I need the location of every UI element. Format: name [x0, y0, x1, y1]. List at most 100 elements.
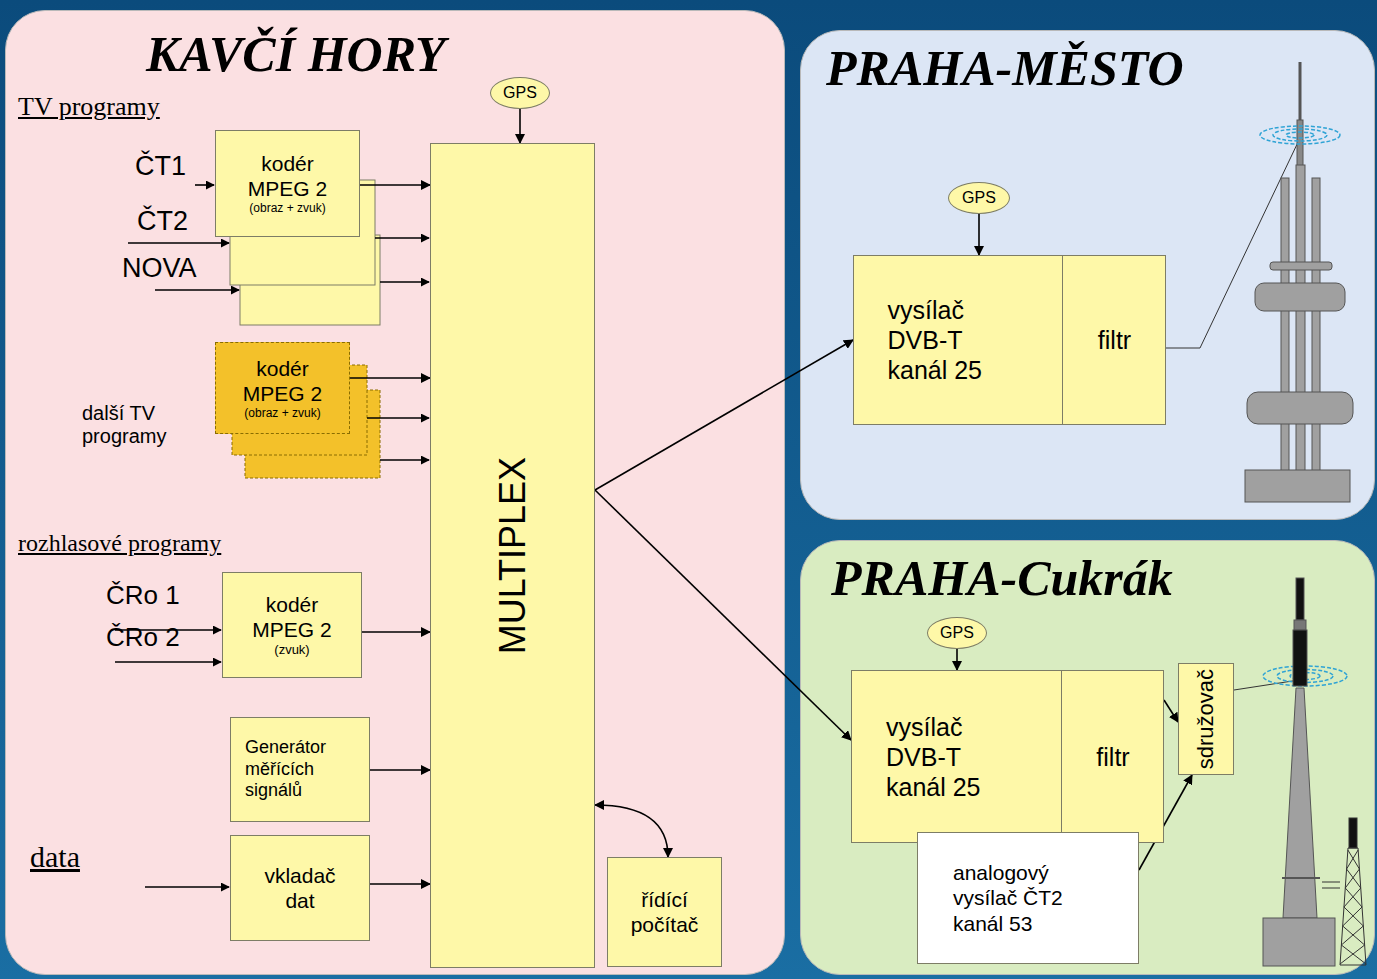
site-title: PRAHA-MĚSTO [826, 41, 1184, 96]
signal-connector [360, 184, 430, 186]
coder-arrow [375, 237, 429, 239]
cukrak-tower [1263, 578, 1335, 966]
input-arrow [155, 289, 239, 291]
gps-label: GPS [940, 623, 974, 642]
tower-shaft [1283, 688, 1317, 918]
tower-base [1263, 918, 1335, 966]
process-box: MULTIPLEX [430, 143, 595, 968]
dish-arm [1322, 882, 1340, 883]
box-label: vysílač DVB-T kanál 25 [886, 712, 1026, 802]
wave [1273, 129, 1327, 141]
lattice-bracing [1343, 907, 1362, 926]
box-label: (obraz + zvuk) [244, 406, 320, 420]
stacked-coder-boxes [230, 180, 380, 478]
wave [1286, 132, 1314, 138]
antenna-joint [1294, 620, 1306, 630]
signal-connector [1164, 700, 1178, 722]
tower-leg [1281, 178, 1289, 473]
lattice-bracing [1341, 945, 1366, 964]
section-heading: TV programy [18, 92, 160, 122]
antenna-top [1296, 578, 1304, 620]
coder-box-back [232, 365, 367, 455]
box-label: vkladač dat [250, 863, 350, 913]
zizkov-tower [1245, 62, 1353, 502]
dish-arm [1322, 888, 1340, 889]
input-arrow [128, 242, 229, 244]
signal-connector [595, 805, 668, 857]
box-label: filtr [1098, 325, 1131, 355]
signal-connector [519, 109, 521, 143]
tower-pod [1247, 392, 1353, 424]
section-heading: data [30, 840, 80, 875]
tower-pod [1255, 283, 1345, 311]
process-box: vkladač dat [230, 835, 370, 941]
lattice-bracing [1345, 869, 1359, 888]
signal-connector [1139, 775, 1192, 870]
coder-box-back [230, 180, 375, 285]
process-box: kodér MPEG 2(obraz + zvuk) [215, 130, 360, 237]
lattice-bracing [1347, 850, 1359, 869]
signal-name: další TV programy [82, 402, 232, 448]
signal-name: ČT1 [135, 151, 186, 182]
antenna-mast [1297, 120, 1303, 172]
lattice-bracing [1348, 850, 1360, 869]
feeder-line [1166, 138, 1300, 348]
filter-section: filtr [1062, 255, 1166, 425]
box-label: vysílač DVB-T kanál 25 [888, 295, 1028, 385]
tower-leg [1312, 178, 1320, 473]
lattice-bracing [1344, 907, 1363, 926]
site-title: KAVČÍ HORY [146, 27, 446, 82]
process-box: analogový vysílač ČT2 kanál 53 [917, 832, 1139, 964]
lattice-bracing [1341, 926, 1363, 945]
signal-connector [956, 649, 958, 670]
gps-ellipse: GPS [948, 182, 1010, 214]
gps-label: GPS [962, 188, 996, 207]
lattice-bracing [1347, 869, 1361, 888]
process-box: vysílač DVB-T kanál 25 filtr [851, 670, 1164, 843]
process-box: kodér MPEG 2(zvuk) [222, 572, 362, 678]
process-box: Generátor měřících signálů [230, 717, 370, 822]
coder-arrow [367, 417, 429, 419]
signal-name: NOVA [122, 253, 197, 284]
signal-name: ČRo 2 [106, 623, 180, 653]
gps-ellipse: GPS [490, 77, 550, 109]
box-label: filtr [1096, 742, 1129, 772]
signal-connector [595, 490, 851, 740]
platform [1282, 877, 1320, 879]
section-heading: rozhlasové programy [18, 530, 221, 558]
process-box: kodér MPEG 2(obraz + zvuk) [215, 342, 350, 434]
box-label: sdružovač [1193, 669, 1219, 769]
signal-connector [350, 377, 430, 379]
box-label: (zvuk) [274, 642, 309, 658]
process-box: vysílač DVB-T kanál 25 filtr [853, 255, 1166, 425]
coder-arrow [380, 459, 429, 461]
box-label: Generátor měřících signálů [245, 737, 355, 802]
box-label: kodér MPEG 2 [237, 592, 347, 642]
box-label: (obraz + zvuk) [249, 201, 325, 215]
tower-base [1245, 470, 1350, 502]
lattice-bracing [1343, 926, 1365, 945]
signal-connector [370, 883, 430, 885]
signal-connector [595, 340, 853, 490]
lattice-bracing [1340, 945, 1365, 964]
tower-leg [1296, 165, 1305, 475]
input-arrow [195, 184, 214, 186]
signal-connector [362, 631, 430, 633]
lattice-outline [1340, 848, 1366, 965]
lattice-tower [1322, 818, 1366, 965]
lattice-bracing [1340, 850, 1366, 964]
site-region: KAVČÍ HORYGPSkodér MPEG 2(obraz + zvuk)k… [5, 10, 785, 975]
tower-ring [1270, 262, 1332, 270]
filter-section: filtr [1061, 670, 1164, 843]
process-box: řídící počítač [607, 857, 722, 967]
signal-connector [978, 214, 980, 255]
coder-arrow [380, 281, 429, 283]
box-label: kodér MPEG 2 [230, 356, 335, 406]
signal-connector [370, 769, 430, 771]
mast-top [1349, 818, 1357, 848]
gps-ellipse: GPS [927, 617, 987, 649]
gps-label: GPS [503, 83, 537, 102]
